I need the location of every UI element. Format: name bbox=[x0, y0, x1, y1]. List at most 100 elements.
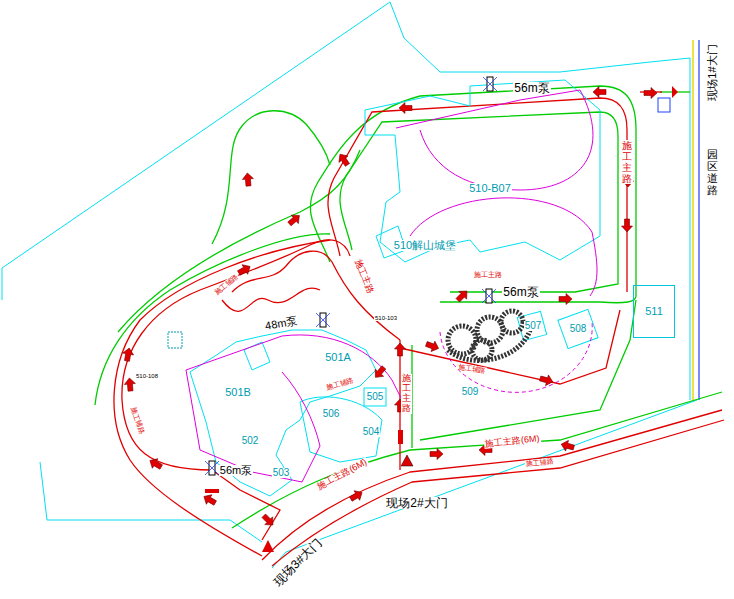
road-label: 施工主路 bbox=[401, 374, 412, 414]
park-road bbox=[698, 40, 699, 400]
building-number: 505 bbox=[366, 392, 385, 402]
road-edge bbox=[212, 111, 330, 244]
direction-arrow bbox=[348, 488, 365, 504]
direction-arrow bbox=[286, 211, 303, 228]
road-centre bbox=[114, 240, 330, 556]
building-outline bbox=[190, 330, 376, 496]
direction-arrow bbox=[371, 364, 388, 381]
direction-arrow bbox=[622, 219, 633, 232]
building-number: 501A bbox=[324, 352, 352, 363]
building-name: 510解山城堡 bbox=[393, 240, 457, 251]
building-number: 510-B07 bbox=[468, 183, 512, 194]
building-number: 502 bbox=[241, 436, 260, 446]
direction-arrow bbox=[454, 287, 471, 304]
site-boundary bbox=[2, 268, 3, 300]
site-boundary bbox=[40, 462, 262, 542]
direction-arrow bbox=[539, 373, 554, 387]
pump-label: 48m泵 bbox=[263, 315, 299, 332]
direction-arrow bbox=[242, 173, 254, 187]
road-label: 施工主路 bbox=[473, 271, 503, 278]
building-number: 506 bbox=[322, 409, 341, 419]
building-number: 511 bbox=[645, 306, 663, 317]
building-number: 504 bbox=[362, 427, 381, 437]
direction-arrow bbox=[593, 87, 606, 98]
building-number: 509 bbox=[461, 387, 480, 397]
track-loop bbox=[448, 326, 476, 354]
pump-symbol bbox=[205, 461, 219, 475]
building-number: 501B bbox=[224, 387, 252, 398]
crane-reach bbox=[186, 335, 402, 400]
direction-arrow bbox=[335, 151, 351, 168]
road-centre bbox=[232, 251, 400, 340]
building-number: 507 bbox=[524, 321, 543, 331]
crane-reach bbox=[186, 370, 320, 482]
road-label: 施工主路 bbox=[621, 140, 633, 184]
gate-marker bbox=[262, 540, 274, 552]
building-outline bbox=[558, 309, 598, 348]
road-edge bbox=[340, 112, 618, 292]
washing-pit bbox=[205, 489, 219, 493]
pump-label: 56m泵 bbox=[513, 82, 550, 94]
building-number: 503 bbox=[272, 468, 291, 478]
direction-arrow bbox=[122, 347, 135, 362]
road-centre bbox=[212, 470, 280, 540]
equipment-box bbox=[658, 98, 670, 112]
equipment-tag: 510-103 bbox=[374, 315, 398, 321]
road-edge bbox=[232, 392, 722, 528]
road-edge bbox=[420, 300, 636, 440]
drawing-part bbox=[114, 92, 724, 566]
direction-arrow bbox=[430, 449, 443, 460]
track-loop bbox=[448, 330, 530, 360]
pump-symbol bbox=[482, 289, 496, 303]
gate-label: 现场1#大门 bbox=[707, 43, 718, 101]
washing-pit bbox=[398, 430, 403, 444]
road-label: 园区道路 bbox=[706, 148, 719, 196]
road-centre bbox=[328, 98, 627, 292]
building-outline bbox=[365, 80, 600, 262]
direction-arrow bbox=[399, 103, 412, 114]
drawing-part bbox=[448, 311, 530, 360]
direction-arrow bbox=[424, 339, 440, 354]
building-outline bbox=[364, 388, 386, 406]
road-edge bbox=[95, 234, 330, 405]
track-loop bbox=[501, 311, 523, 333]
road-centre bbox=[272, 420, 724, 566]
pump-label: 56m泵 bbox=[502, 286, 539, 298]
road-centre bbox=[400, 310, 620, 384]
pump-symbol bbox=[483, 77, 497, 91]
drawing-part bbox=[186, 90, 597, 482]
road-centre bbox=[122, 240, 350, 470]
road-label: 施工辅路 bbox=[325, 376, 356, 391]
road-label: 施工主路 bbox=[353, 257, 376, 296]
track-loop bbox=[472, 340, 492, 360]
direction-arrow bbox=[560, 439, 575, 453]
drawing-part bbox=[2, 2, 697, 568]
pump-symbol bbox=[316, 313, 330, 327]
direction-arrow bbox=[559, 294, 572, 305]
drawing-part bbox=[483, 77, 497, 91]
building-outline bbox=[244, 342, 270, 370]
drawing-part bbox=[95, 86, 722, 528]
direction-arrow bbox=[124, 378, 136, 392]
gate-marker bbox=[401, 455, 413, 466]
pump-label: 56m泵 bbox=[219, 465, 253, 476]
direction-arrow bbox=[260, 512, 277, 529]
direction-arrow bbox=[395, 343, 406, 356]
road-edge bbox=[310, 86, 636, 303]
building-box: 511 bbox=[633, 285, 675, 338]
equipment-box bbox=[168, 332, 182, 348]
crane-reach bbox=[396, 90, 593, 190]
direction-arrow bbox=[644, 88, 657, 99]
equipment-tag: 510-108 bbox=[135, 373, 159, 379]
road-label: 施工主路(6M) bbox=[483, 434, 540, 449]
direction-arrow bbox=[201, 492, 218, 508]
drawing-part bbox=[316, 313, 330, 327]
direction-arrow bbox=[147, 456, 164, 472]
drawing-part bbox=[205, 461, 219, 475]
site-boundary bbox=[272, 400, 697, 568]
drawing-part bbox=[482, 289, 496, 303]
crane-reach bbox=[440, 322, 592, 392]
road-centre bbox=[262, 410, 722, 560]
